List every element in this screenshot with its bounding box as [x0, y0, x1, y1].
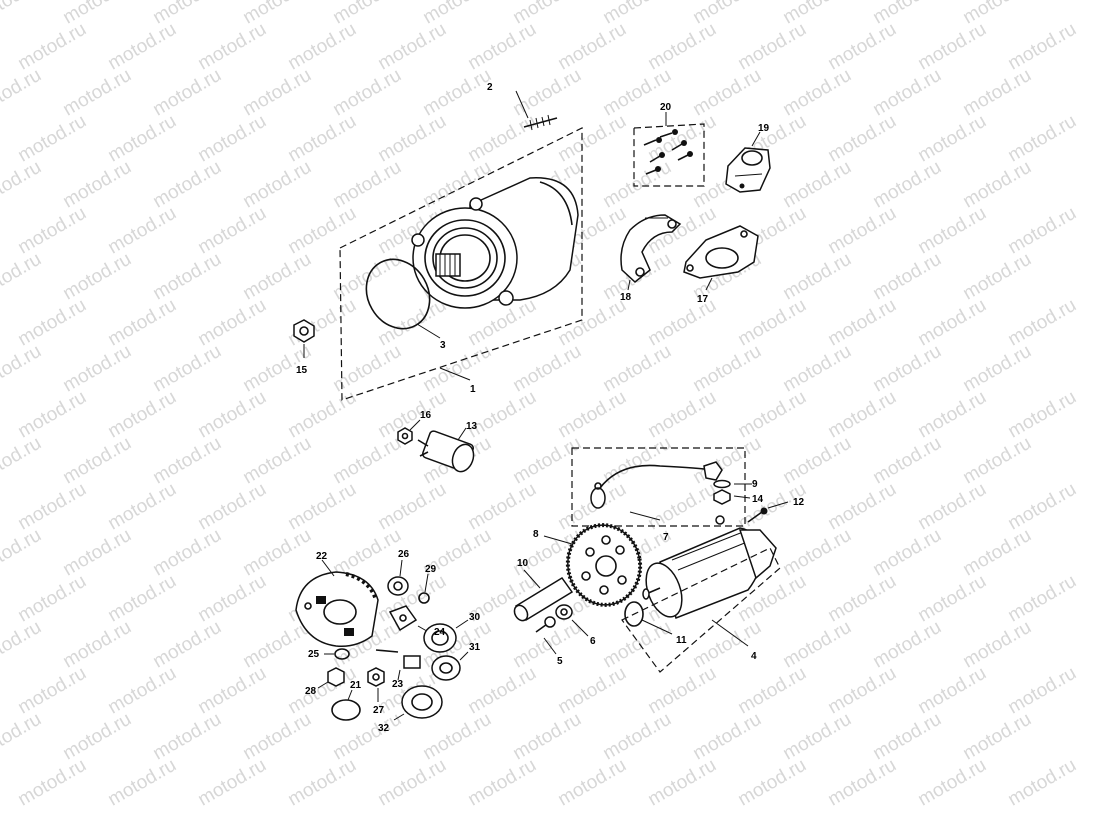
callout-31: 31	[469, 642, 481, 653]
assembly-20-dashed-box	[633, 123, 705, 187]
part-22-brush-plate	[295, 559, 379, 648]
callout-1: 1	[470, 384, 476, 395]
part-1-alternator-housing	[411, 177, 579, 309]
callout-30: 30	[469, 612, 481, 623]
assembly-1-group	[339, 90, 583, 401]
part-19-bracket	[725, 131, 771, 193]
callout-6: 6	[590, 636, 596, 647]
callout-20: 20	[660, 102, 672, 113]
callout-27: 27	[373, 705, 385, 716]
callout-21: 21	[350, 680, 362, 691]
part-25-washer	[324, 648, 350, 660]
part-28-nut	[317, 667, 345, 689]
callout-4: 4	[751, 651, 757, 662]
callout-22: 22	[316, 551, 328, 562]
part-18-stator-plate	[620, 214, 682, 291]
callout-26: 26	[398, 549, 410, 560]
part-13-solenoid	[417, 427, 475, 473]
callout-16: 16	[420, 410, 432, 421]
part-15-nut	[293, 319, 315, 358]
assembly-1-dashed-box	[339, 127, 583, 401]
callout-3: 3	[440, 340, 446, 351]
part-21-circlip	[331, 689, 361, 721]
part-26-washer	[387, 559, 409, 596]
callout-15: 15	[296, 365, 308, 376]
part-31-bearing	[431, 651, 469, 681]
part-3-o-ring	[365, 258, 431, 330]
part-9-washer	[713, 479, 752, 489]
part-27-nut	[367, 667, 385, 702]
callout-32: 32	[378, 723, 390, 734]
part-6-washer	[555, 604, 589, 637]
part-20-screws	[643, 129, 693, 175]
callout-14: 14	[752, 494, 764, 505]
part-14-nut	[713, 489, 751, 505]
callout-23: 23	[392, 679, 404, 690]
part-30-bearing	[423, 619, 469, 653]
callout-5: 5	[557, 656, 563, 667]
part-24-nut-plate	[388, 605, 433, 635]
part-12-bolt	[747, 501, 789, 523]
assembly-20-group	[633, 112, 705, 187]
callout-13: 13	[466, 421, 478, 432]
part-23-brush	[375, 649, 421, 681]
callout-28: 28	[305, 686, 317, 697]
callout-7: 7	[663, 532, 669, 543]
assembly-7-group	[571, 447, 746, 527]
callout-12: 12	[793, 497, 805, 508]
part-29-washer	[418, 573, 430, 604]
part-7-cable	[590, 461, 723, 509]
callout-24: 24	[434, 627, 446, 638]
callout-25: 25	[308, 649, 320, 660]
assembly-7-dashed-box	[571, 447, 746, 527]
callout-17: 17	[697, 294, 709, 305]
part-4-starter-motor	[621, 515, 781, 673]
callout-8: 8	[533, 529, 539, 540]
callout-29: 29	[425, 564, 437, 575]
part-2-bolt	[515, 90, 558, 131]
part-11-o-ring	[624, 601, 673, 635]
callout-labels: 1 2 3 4 5 6 7 8 9 10 11 12 13 14 15 16 1…	[296, 82, 805, 734]
part-8-starter-gear	[543, 523, 643, 607]
assembly-4-dashed-box	[621, 547, 781, 673]
part-5-bolt	[535, 616, 557, 655]
callout-10: 10	[517, 558, 529, 569]
callout-11: 11	[676, 635, 687, 646]
callout-2: 2	[487, 82, 493, 93]
callout-19: 19	[758, 123, 770, 134]
part-17-pickup-bracket	[683, 225, 759, 291]
callout-9: 9	[752, 479, 758, 490]
part-10-shaft	[513, 569, 574, 622]
callout-18: 18	[620, 292, 632, 303]
part-16-nut	[397, 419, 421, 445]
part-32-bearing	[393, 685, 443, 721]
